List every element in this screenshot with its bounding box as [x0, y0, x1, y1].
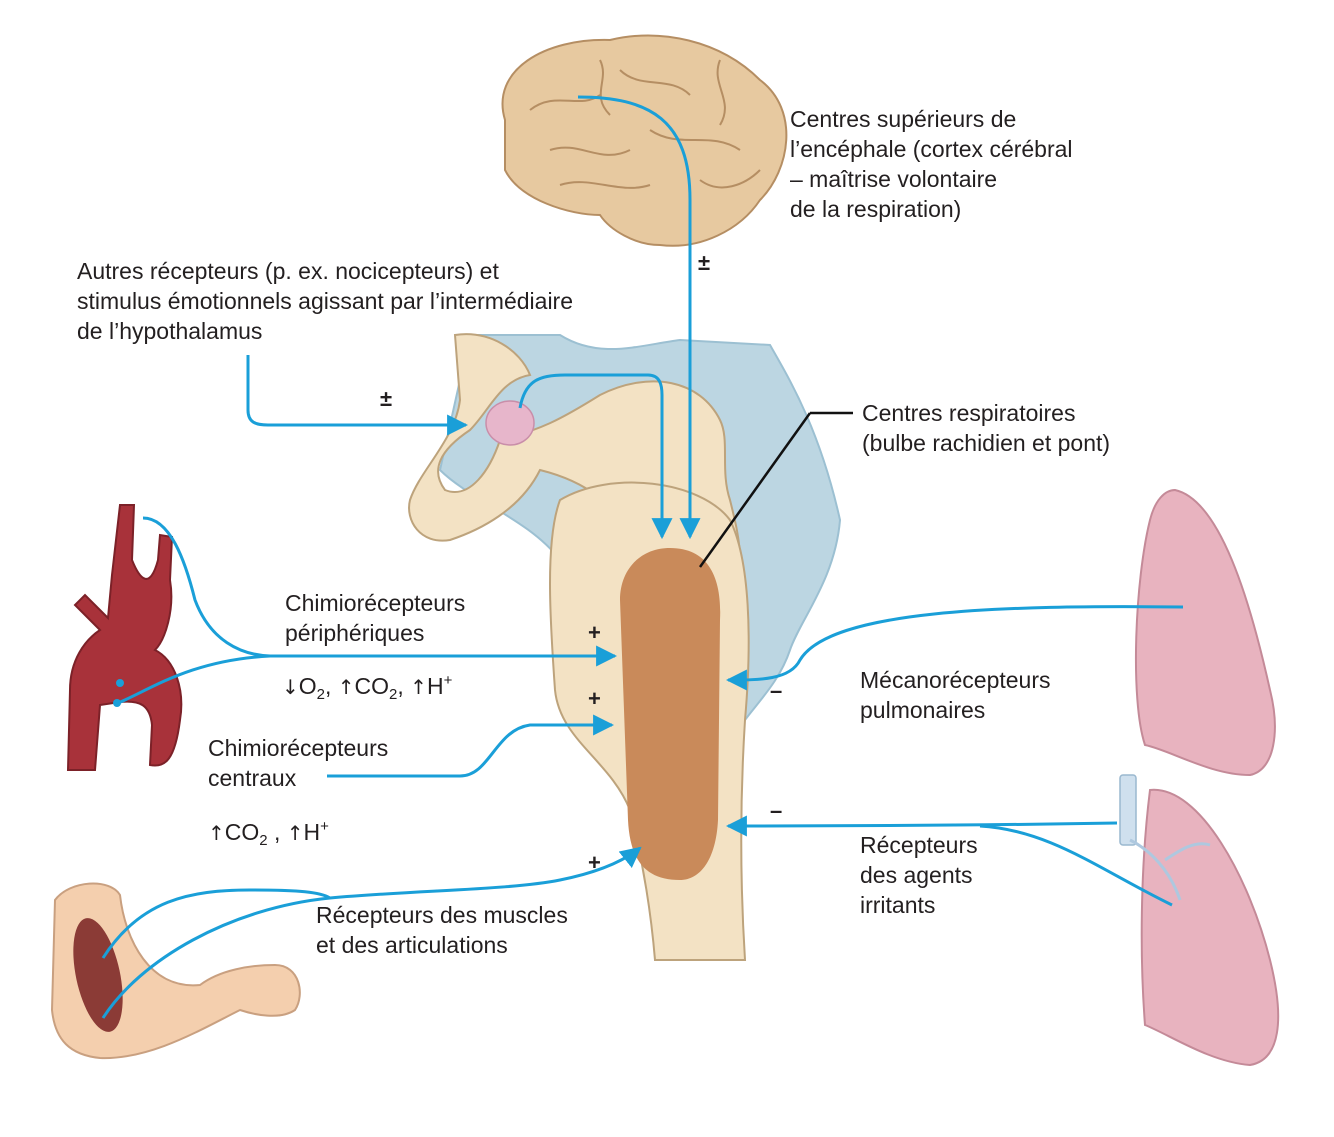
lung-upper-illustration [1134, 488, 1276, 777]
formula-peripheral: ↓O2, ↑CO2, ↑H+ [282, 672, 453, 703]
label-respiratory-centers: Centres respiratoires (bulbe rachidien e… [862, 400, 1111, 456]
sign-hypothalamus: ± [380, 386, 393, 411]
respiratory-center [620, 548, 721, 880]
pathway-cortex [577, 95, 701, 540]
respiratory-center-leader-2 [698, 412, 812, 568]
brain-illustration [501, 34, 788, 247]
label-higher-centers: Centres supérieurs de l’encéphale (corte… [790, 106, 1073, 222]
pathway-hypothalamus-in [246, 355, 469, 436]
pathway-muscles-2 [101, 888, 331, 959]
label-pulmonary-mechanoreceptors: Mécanorécepteurs pulmonaires [860, 667, 1051, 723]
pathway-irritant [725, 815, 1118, 837]
aorta-illustration [66, 504, 183, 771]
label-other-receptors: Autres récepteurs (p. ex. nocicepteurs) … [77, 258, 574, 344]
pathway-central [327, 714, 615, 778]
brainstem-illustration [408, 333, 842, 961]
hypothalamus [485, 400, 535, 446]
carotid-body-dot [116, 679, 124, 687]
sign-irritants: – [770, 798, 783, 823]
label-muscle-joint-receptors: Récepteurs des muscles et des articulati… [316, 902, 568, 958]
pathway-mechano [725, 605, 1184, 691]
aortic-body-dot [113, 699, 121, 707]
pathways [101, 95, 1184, 1019]
pathway-peripheral-aortic [117, 654, 271, 705]
sign-central: + [588, 686, 601, 711]
label-irritant-receptors: Récepteurs des agents irritants [860, 832, 978, 918]
sign-muscles: + [588, 850, 601, 875]
lung-lower-illustration [1119, 774, 1280, 1067]
sign-mechanoreceptors: – [770, 678, 783, 703]
label-peripheral-chemoreceptors: Chimiorécepteurs périphériques [285, 590, 466, 646]
pathway-hypothalamus-out [518, 373, 673, 540]
pathway-irritant-2 [979, 824, 1173, 907]
formula-central: ↑CO2 , ↑H+ [208, 818, 329, 849]
sign-cortex: ± [698, 250, 711, 275]
label-central-chemoreceptors: Chimiorécepteurs centraux [208, 735, 389, 791]
pathway-peripheral [142, 516, 618, 667]
sign-peripheral: + [588, 620, 601, 645]
pathway-muscles [101, 846, 642, 1019]
